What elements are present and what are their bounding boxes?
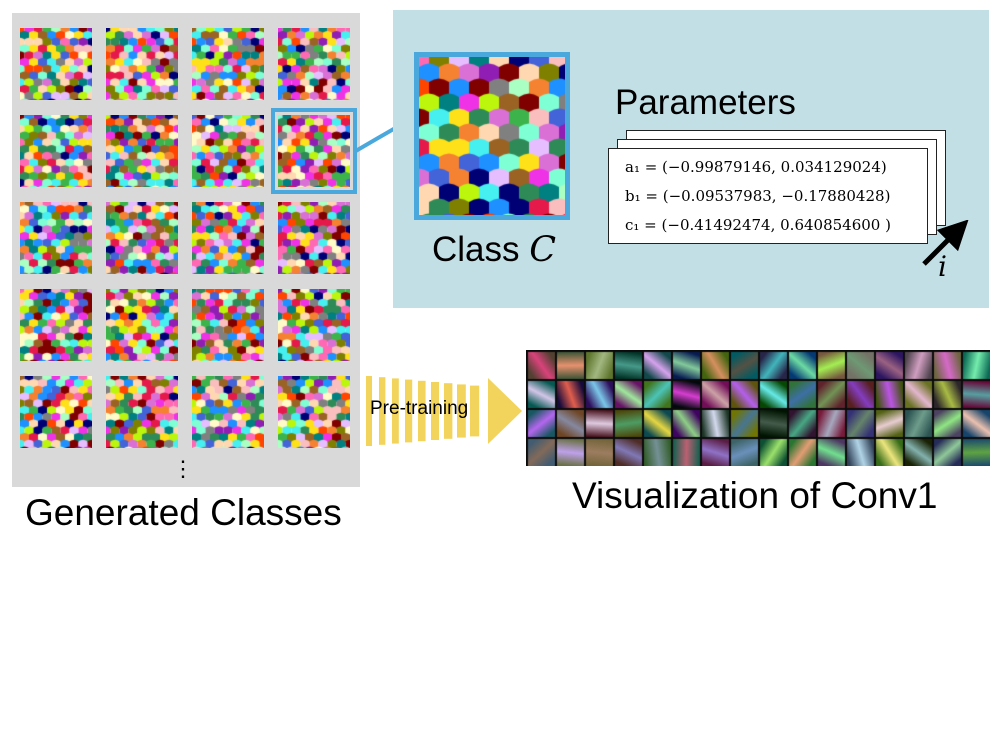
equation-c1: c₁ = (−0.41492474, 0.640854600 ) [625, 216, 891, 234]
pretraining-stripe [431, 382, 439, 440]
class-thumbnail [106, 376, 178, 448]
class-thumbnail [106, 115, 178, 187]
class-thumbnail [20, 28, 92, 100]
pretraining-stripe [366, 376, 372, 446]
class-thumbnail-selected [271, 108, 357, 194]
class-thumbnail [106, 28, 178, 100]
parameters-title: Parameters [615, 83, 796, 122]
class-thumbnail [278, 376, 350, 448]
pretraining-stripe [418, 380, 426, 442]
class-thumbnail [106, 289, 178, 361]
class-thumbnail [20, 202, 92, 274]
equation-b1: b₁ = (−0.09537983, −0.17880428) [625, 187, 891, 205]
class-thumbnail [192, 202, 264, 274]
class-thumbnail [20, 289, 92, 361]
pretraining-arrowhead [488, 378, 522, 444]
class-thumbnail [192, 376, 264, 448]
class-thumbnail [20, 115, 92, 187]
class-c-label: Class C [432, 230, 557, 270]
pretraining-label: Pre-training [370, 398, 469, 419]
class-thumbnail [278, 289, 350, 361]
generated-classes-label: Generated Classes [25, 492, 342, 533]
pretraining-stripe [392, 378, 399, 444]
conv1-label: Visualization of Conv1 [572, 475, 938, 516]
class-thumbnail [106, 202, 178, 274]
pretraining-stripe [405, 379, 413, 443]
class-thumbnail [20, 376, 92, 448]
pretraining-stripe [470, 385, 480, 437]
pretraining-stripe [457, 384, 466, 438]
class-thumbnail [192, 115, 264, 187]
more-classes-indicator: ⋮ [172, 456, 194, 481]
class-thumbnail [192, 28, 264, 100]
class-c-image [414, 52, 570, 220]
parameter-card-front: a₁ = (−0.99879146, 0.034129024) b₁ = (−0… [608, 148, 928, 244]
equation-a1: a₁ = (−0.99879146, 0.034129024) [625, 158, 887, 176]
class-thumbnail [278, 202, 350, 274]
pretraining-stripe [379, 377, 386, 445]
pretraining-arrow [366, 376, 522, 446]
conv1-visualization [526, 350, 990, 466]
index-arrow-icon [922, 220, 969, 266]
class-thumbnail [278, 28, 350, 100]
index-label: i [938, 250, 947, 283]
pretraining-stripe [444, 383, 453, 439]
class-thumbnail [192, 289, 264, 361]
